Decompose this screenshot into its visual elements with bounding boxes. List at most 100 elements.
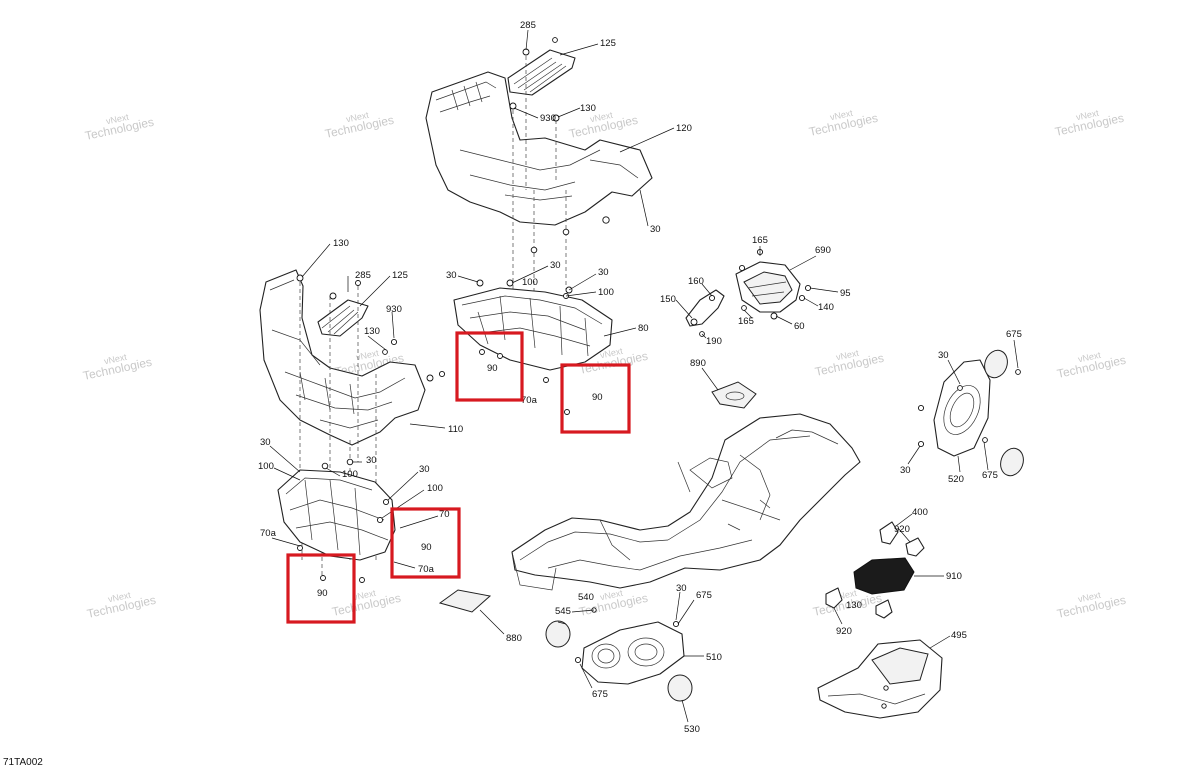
callout: 910 — [946, 571, 962, 582]
watermark: vNext Technologies — [1056, 590, 1127, 621]
callout: 510 — [706, 652, 722, 663]
callout: 125 — [392, 270, 408, 281]
callout: 100 — [258, 461, 274, 472]
svg-text:vNext: vNext — [589, 110, 614, 125]
svg-text:vNext: vNext — [1077, 590, 1102, 605]
footrest-left[interactable] — [317, 299, 369, 337]
tray-495[interactable] — [817, 639, 943, 719]
watermark: vNext Technologies — [82, 352, 153, 383]
rear-fender-top[interactable] — [425, 71, 653, 226]
footrest-top[interactable] — [507, 49, 576, 96]
cushion-910[interactable] — [853, 557, 915, 595]
fasteners-light-right — [917, 369, 1021, 448]
callout: 60 — [794, 321, 805, 332]
light-housing-510[interactable] — [581, 621, 685, 685]
lens-675-bottom[interactable] — [997, 445, 1027, 479]
callout: 495 — [951, 630, 967, 641]
callout: 30 — [260, 437, 271, 448]
callout: 540 — [578, 592, 594, 603]
callout: 30 — [419, 464, 430, 475]
highlight-box-90-left[interactable] — [286, 553, 356, 624]
callout: 675 — [696, 590, 712, 601]
callout: 70 — [439, 509, 450, 520]
fasteners-left — [296, 274, 446, 382]
fasteners-bracket — [699, 248, 812, 337]
svg-text:vNext: vNext — [103, 352, 128, 367]
callout: 530 — [684, 724, 700, 735]
callout: 675 — [592, 689, 608, 700]
callout: 30 — [598, 267, 609, 278]
switch-400-920[interactable] — [825, 521, 925, 619]
svg-text:vNext: vNext — [1075, 108, 1100, 123]
callout: 675 — [1006, 329, 1022, 340]
assembly-lines-top — [512, 56, 567, 330]
callout: 100 — [427, 483, 443, 494]
callout: 520 — [948, 474, 964, 485]
svg-text:vNext: vNext — [107, 590, 132, 605]
rear-support-left[interactable] — [277, 469, 396, 561]
callout: 920 — [894, 524, 910, 535]
svg-text:vNext: vNext — [105, 112, 130, 127]
callout: 130 — [364, 326, 380, 337]
callout: 545 — [555, 606, 571, 617]
svg-text:vNext: vNext — [829, 108, 854, 123]
callout: 100 — [598, 287, 614, 298]
callout: 400 — [912, 507, 928, 518]
cover-880[interactable] — [438, 589, 492, 613]
callout: 285 — [355, 270, 371, 281]
watermark: vNext Technologies — [86, 590, 157, 621]
watermark: vNext Technologies — [814, 348, 885, 379]
svg-text:vNext: vNext — [352, 588, 377, 603]
callout: 690 — [815, 245, 831, 256]
svg-text:vNext: vNext — [599, 588, 624, 603]
highlight-boxes — [286, 331, 631, 624]
highlight-box-90-middle[interactable] — [390, 507, 461, 579]
callout: 30 — [550, 260, 561, 271]
lens-530[interactable] — [667, 674, 693, 702]
callout: 165 — [738, 316, 754, 327]
rear-support-top[interactable] — [453, 287, 613, 371]
latch-150-160[interactable] — [685, 289, 725, 327]
callout: 90 — [317, 588, 328, 599]
front-body-panel[interactable] — [511, 413, 861, 591]
lens-540[interactable] — [545, 620, 571, 648]
callout: 100 — [522, 277, 538, 288]
callout: 930 — [386, 304, 402, 315]
leader-lines — [269, 29, 1019, 723]
callout: 890 — [690, 358, 706, 369]
callout: 165 — [752, 235, 768, 246]
callout: 90 — [487, 363, 498, 374]
watermark: vNext Technologies — [568, 110, 639, 141]
callout: 920 — [836, 626, 852, 637]
callout: 140 — [818, 302, 834, 313]
callout: 110 — [448, 424, 463, 435]
callout: 30 — [900, 465, 911, 476]
highlight-box-90-top[interactable] — [455, 331, 524, 402]
svg-text:vNext: vNext — [355, 348, 380, 363]
highlight-box-90-right[interactable] — [560, 363, 631, 434]
watermark: vNext Technologies — [1054, 108, 1125, 139]
svg-text:vNext: vNext — [599, 346, 624, 361]
callout: 30 — [650, 224, 661, 235]
watermark: vNext Technologies — [1056, 350, 1127, 381]
callout: 675 — [982, 470, 998, 481]
callout: 130 — [580, 103, 596, 114]
svg-text:vNext: vNext — [1077, 350, 1102, 365]
bracket-690[interactable] — [735, 261, 801, 313]
callout: 130 — [846, 600, 862, 611]
callout: 70a — [260, 528, 277, 539]
svg-text:vNext: vNext — [345, 110, 370, 125]
cover-890[interactable] — [711, 381, 757, 409]
fasteners-light-lower — [574, 607, 680, 664]
callout: 70a — [418, 564, 435, 575]
svg-text:vNext: vNext — [835, 348, 860, 363]
lens-675-top[interactable] — [981, 347, 1011, 381]
callout: 30 — [446, 270, 457, 281]
callout: 30 — [366, 455, 377, 466]
callout: 90 — [421, 542, 432, 553]
callout: 930 — [540, 113, 556, 124]
light-housing-520[interactable] — [933, 359, 991, 457]
drawing-code: 71TA002 — [3, 757, 43, 768]
fasteners-support-left — [297, 458, 390, 583]
callout: 70a — [521, 395, 538, 406]
